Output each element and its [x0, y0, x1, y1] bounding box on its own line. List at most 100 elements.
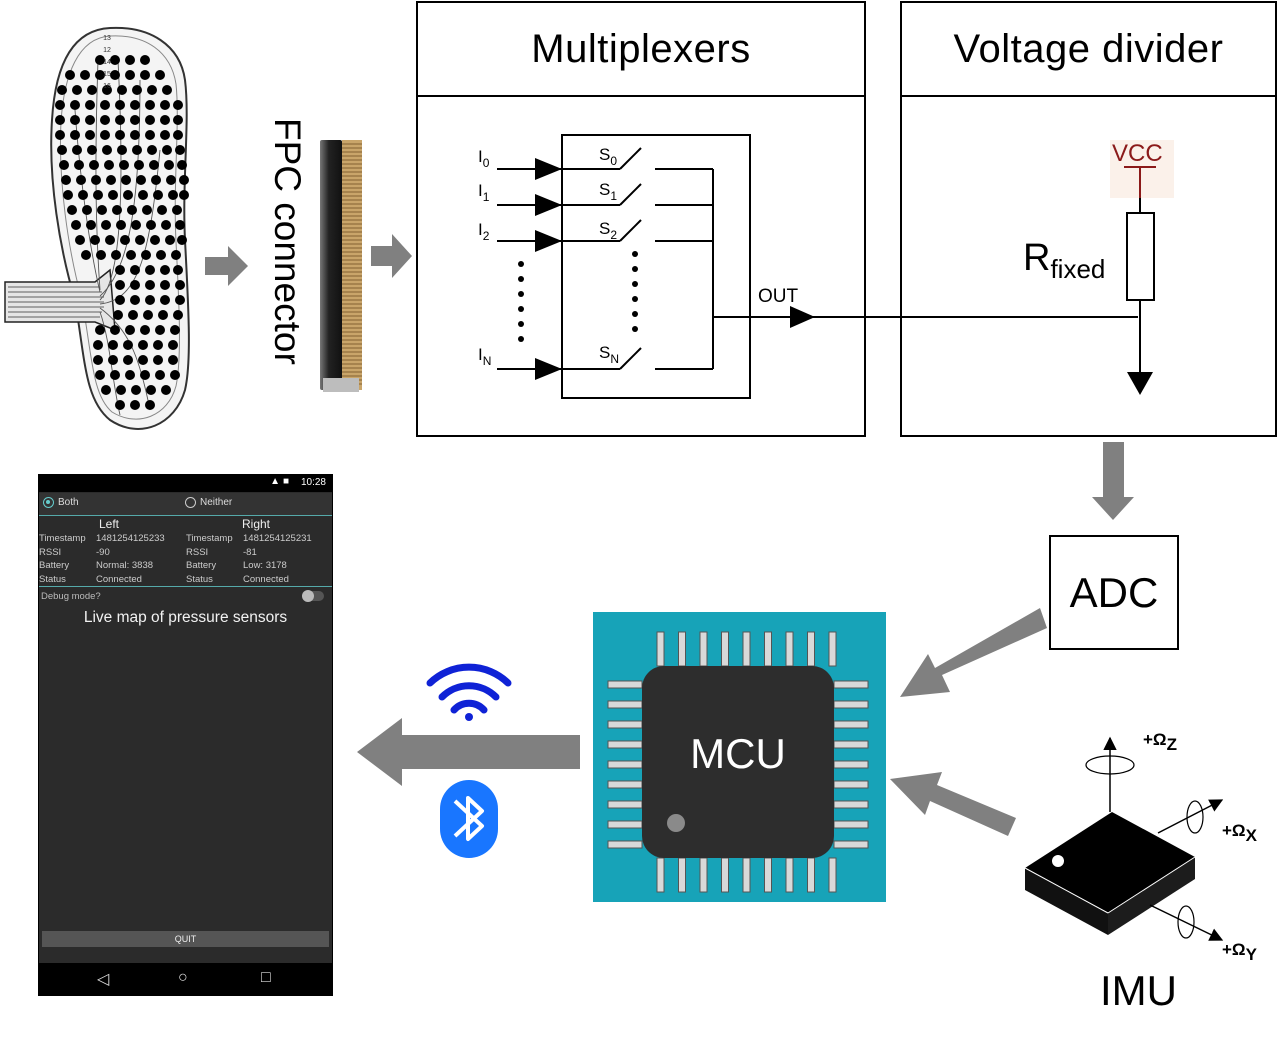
sensor-dot — [136, 175, 146, 185]
sensor-dot — [173, 310, 183, 320]
radio-both[interactable]: Both — [43, 497, 79, 508]
sensor-dot — [82, 205, 92, 215]
mcu-pin — [833, 700, 869, 709]
sensor-dot — [95, 70, 105, 80]
vcc-label: VCC — [1112, 140, 1163, 167]
mcu-pin — [607, 680, 643, 689]
mcu-pin — [833, 720, 869, 729]
sensor-dot — [147, 85, 157, 95]
android-nav-bar: ◁ ○ □ — [39, 963, 332, 995]
mcu-pin — [742, 631, 751, 667]
sensor-dot — [140, 55, 150, 65]
sensor-dot — [155, 70, 165, 80]
sensor-dot — [87, 145, 97, 155]
sensor-dot — [165, 235, 175, 245]
sensor-dot — [173, 265, 183, 275]
sensor-dot — [179, 175, 189, 185]
sensor-dot — [108, 190, 118, 200]
sensor-dot — [156, 250, 166, 260]
sensor-dot — [115, 295, 125, 305]
mcu-pin — [607, 720, 643, 729]
arrow-divider-to-adc — [1092, 442, 1134, 520]
sensor-dot — [105, 235, 115, 245]
adc-label: ADC — [1069, 568, 1159, 616]
nav-home-icon[interactable]: ○ — [178, 969, 188, 986]
insole-number: 12 — [103, 47, 111, 54]
right-status: Connected — [243, 573, 289, 585]
debug-mode-label: Debug mode? — [41, 591, 101, 602]
voltage-divider-box: Voltage divider — [900, 1, 1277, 437]
sensor-dot — [55, 115, 65, 125]
quit-button[interactable]: QUIT — [42, 931, 329, 947]
sensor-dot — [76, 175, 86, 185]
sensor-dot — [111, 250, 121, 260]
sensor-dot — [100, 115, 110, 125]
sensor-dot — [138, 190, 148, 200]
sensor-dot — [115, 280, 125, 290]
sensor-dot — [95, 55, 105, 65]
sensor-dot — [162, 85, 172, 95]
fpc-connector-label: FPC connector — [267, 118, 308, 365]
sensor-dot — [91, 175, 101, 185]
sensor-dot — [61, 175, 71, 185]
sensor-dot — [160, 265, 170, 275]
insole-number: 13 — [103, 35, 111, 42]
radio-neither[interactable]: Neither — [185, 497, 232, 508]
sensor-dot — [106, 175, 116, 185]
sensor-dot — [108, 340, 118, 350]
debug-mode-toggle[interactable] — [302, 590, 324, 602]
mcu-pin — [807, 631, 815, 667]
sensor-dot — [125, 370, 135, 380]
sensor-dot — [131, 385, 141, 395]
mcu-pin — [607, 800, 643, 809]
mcu-pin — [764, 857, 772, 893]
sensor-dot — [93, 190, 103, 200]
sensor-dot — [168, 190, 178, 200]
left-battery: Normal: 3838 — [96, 560, 154, 571]
sensor-dot — [110, 325, 120, 335]
sensor-dot — [115, 115, 125, 125]
radio-unselected-icon — [185, 497, 196, 508]
sensor-dot — [116, 220, 126, 230]
sensor-dot — [153, 190, 163, 200]
sensor-dot — [85, 130, 95, 140]
sensor-dot — [102, 145, 112, 155]
nav-recents-icon[interactable]: □ — [261, 969, 271, 986]
sensor-dot — [175, 145, 185, 155]
sensor-dot — [57, 85, 67, 95]
sensor-dot — [132, 85, 142, 95]
wifi-icon — [426, 663, 512, 721]
sensor-dot — [65, 70, 75, 80]
sensor-dot — [161, 385, 171, 395]
sensor-dot — [112, 205, 122, 215]
nav-back-icon[interactable]: ◁ — [97, 971, 110, 988]
mux-switch-label: SN — [599, 343, 619, 366]
multiplexers-box: Multiplexers — [416, 1, 866, 437]
sensor-dot — [170, 370, 180, 380]
sensor-dot — [70, 100, 80, 110]
info-key: Battery — [39, 560, 70, 571]
sensor-dot — [146, 385, 156, 395]
sensor-dot — [75, 235, 85, 245]
mcu-label: MCU — [690, 730, 786, 777]
sensor-dot — [108, 355, 118, 365]
sensor-dot — [177, 235, 187, 245]
voltage-divider-title: Voltage divider — [902, 3, 1275, 97]
mcu-pin — [833, 840, 869, 849]
sensor-dot — [57, 145, 67, 155]
sensor-dot — [160, 130, 170, 140]
sensor-dot — [128, 310, 138, 320]
insole-number: 14 — [103, 59, 111, 66]
mcu-pin — [785, 631, 794, 667]
sensor-dot — [171, 250, 181, 260]
mcu-pin — [721, 631, 729, 667]
sensor-dot — [145, 130, 155, 140]
mux-switch-label: S0 — [599, 145, 617, 168]
live-map-title: Live map of pressure sensors — [83, 609, 288, 626]
left-status: Connected — [96, 573, 142, 585]
sensor-dot — [119, 160, 129, 170]
bluetooth-icon — [440, 780, 498, 858]
mcu-pin — [721, 857, 729, 893]
sensor-dot — [95, 370, 105, 380]
